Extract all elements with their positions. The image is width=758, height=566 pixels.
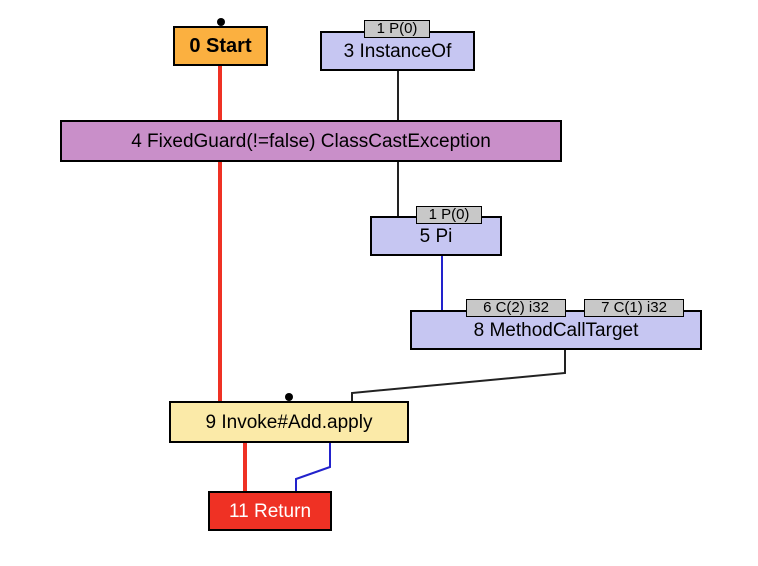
node-port-badge[interactable]: 1 P(0): [364, 20, 430, 38]
node-label: 5 Pi: [419, 225, 453, 247]
node-label: 8 MethodCallTarget: [473, 319, 639, 341]
node-anchor-dot-icon: [285, 393, 293, 401]
edge-invoke-to-return-data: [295, 443, 331, 491]
node-label: 11 Return: [228, 500, 312, 522]
node-4[interactable]: 4 FixedGuard(!=false) ClassCastException: [60, 120, 562, 162]
node-label: 0 Start: [189, 35, 252, 57]
node-port-badge[interactable]: 6 C(2) i32: [466, 299, 566, 317]
node-anchor-dot-icon: [216, 18, 225, 26]
node-label: 3 InstanceOf: [343, 40, 452, 62]
node-label: 4 FixedGuard(!=false) ClassCastException: [131, 130, 491, 152]
node-port-badge[interactable]: 1 P(0): [416, 206, 482, 224]
edge-methodcalltarget-to-invoke: [351, 350, 566, 401]
node-11[interactable]: 11 Return: [208, 491, 332, 531]
node-9[interactable]: 9 Invoke#Add.apply: [169, 401, 409, 443]
node-label: 9 Invoke#Add.apply: [205, 411, 373, 433]
node-0[interactable]: 0 Start: [173, 26, 268, 66]
node-port-badge[interactable]: 7 C(1) i32: [584, 299, 684, 317]
